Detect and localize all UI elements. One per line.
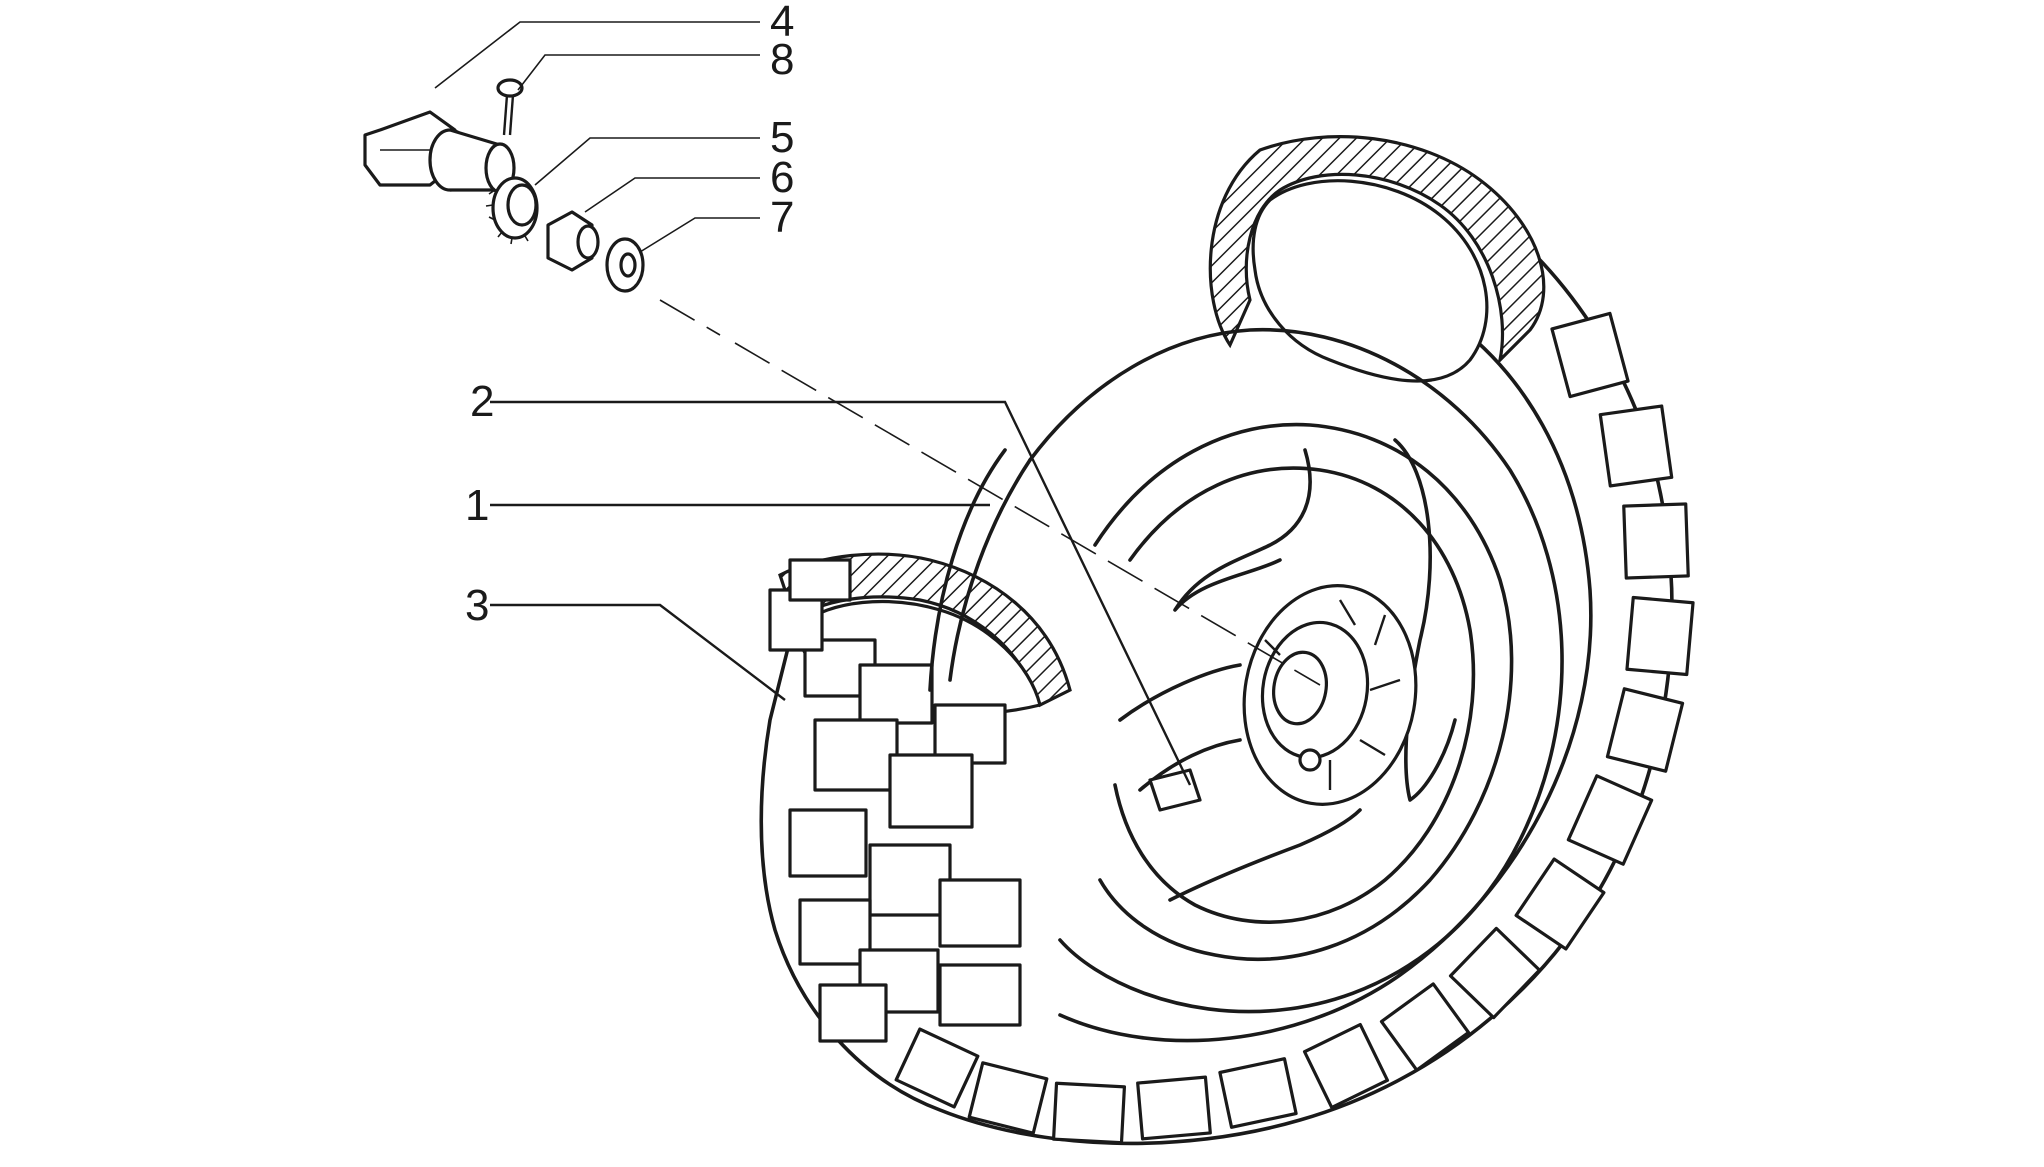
callout-7: 7	[770, 193, 794, 242]
wheel-rim	[928, 327, 1564, 1014]
tire-inner-sidewall	[1058, 318, 1593, 1043]
rim-spoke-1	[1393, 438, 1457, 802]
callout-6: 6	[770, 153, 794, 202]
leader-lines	[434, 21, 1192, 786]
axle-center-line	[659, 299, 1321, 686]
hub-bore	[1272, 650, 1328, 726]
tread-blocks-right	[1302, 311, 1695, 1110]
tread-blocks-bottom	[894, 1027, 1298, 1145]
leader-line-8	[517, 54, 760, 91]
tire-cross-section-cavity	[1251, 179, 1489, 383]
rim-flange	[928, 448, 1032, 692]
leader-line-5	[534, 137, 760, 186]
tire-outer-contour	[759, 148, 1674, 1146]
callout-4: 4	[770, 0, 794, 46]
hub-ribs	[1264, 599, 1401, 790]
leader-line-3	[490, 603, 786, 701]
toothed-spacer	[485, 176, 539, 245]
tire	[759, 135, 1695, 1146]
rim-dish	[1113, 466, 1476, 924]
leader-line-7	[639, 217, 760, 253]
rim-inner-lip	[1093, 422, 1514, 962]
rim-spoke-2	[1173, 448, 1312, 612]
rim-outer-lip	[1028, 327, 1564, 1014]
washer	[605, 237, 645, 293]
callout-3: 3	[465, 581, 489, 630]
rim-spoke-4	[1168, 808, 1362, 902]
axle-nut	[363, 110, 516, 194]
hex-nut	[546, 210, 600, 272]
callout-5: 5	[770, 113, 794, 162]
leader-line-4	[434, 21, 760, 89]
leader-line-2	[490, 400, 1192, 786]
tire-cross-section-left	[778, 552, 1072, 708]
callout-1: 1	[465, 481, 489, 530]
callout-8: 8	[770, 35, 794, 84]
cotter-pin	[496, 78, 524, 136]
callout-2: 2	[470, 377, 494, 426]
tire-cross-section-top	[1208, 135, 1546, 365]
tread-blocks-left	[768, 558, 1022, 1043]
callout-labels: 4 8 5 6 7 2 1 3	[465, 0, 794, 630]
hub-bolt-hole	[1298, 748, 1322, 772]
leader-line-6	[584, 177, 760, 213]
